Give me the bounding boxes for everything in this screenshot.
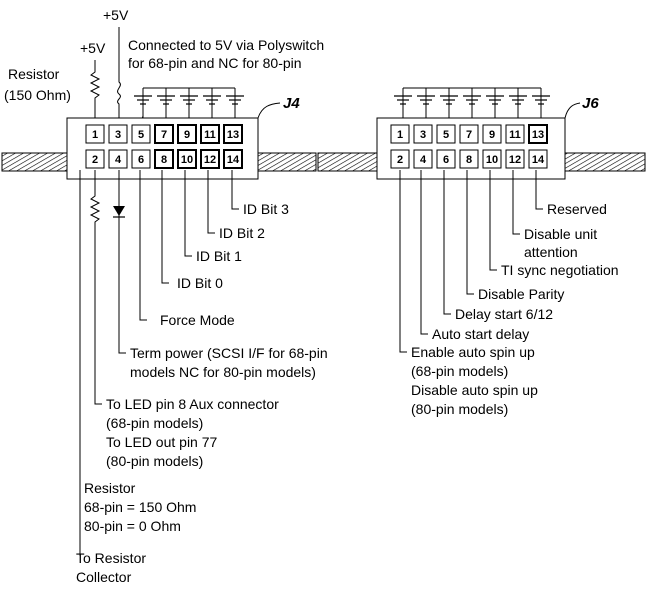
j6-pin-box-7 <box>459 124 479 144</box>
j6-pin-box-8 <box>459 149 479 169</box>
j6-spin-3: Disable auto spin up <box>411 382 538 398</box>
j4-pin-box-1 <box>85 124 105 144</box>
j6-pin-9: 9 <box>489 129 495 141</box>
j4-pin-box-4 <box>108 149 128 169</box>
j4-pin-box-10 <box>177 149 197 169</box>
j4-pin-box-11 <box>200 124 220 144</box>
j6-pin-box-11 <box>505 124 525 144</box>
j6-pin-3: 3 <box>420 129 426 141</box>
j4-pin-box-13 <box>223 124 243 144</box>
j6-pin-box-5 <box>436 124 456 144</box>
j6-ti-sync: TI sync negotiation <box>501 262 619 278</box>
j4-collector-2: Collector <box>76 569 132 585</box>
j6-delay-start: Delay start 6/12 <box>455 306 553 322</box>
j6-leader-lines <box>399 170 543 353</box>
j6-disable-parity: Disable Parity <box>478 286 564 302</box>
j6-pin-4: 4 <box>420 154 427 166</box>
j6-pin-box-1 <box>390 124 410 144</box>
j6-disable-unit-2: attention <box>524 244 578 260</box>
j6-pin-8: 8 <box>466 154 472 166</box>
j4-term-power-2: models NC for 80-pin models) <box>130 364 316 380</box>
j4-collector-1: To Resistor <box>76 550 146 566</box>
j6-auto-start: Auto start delay <box>432 326 529 342</box>
j6-pin-2: 2 <box>397 154 403 166</box>
j4-force-mode: Force Mode <box>160 312 235 328</box>
j4-pin-9: 9 <box>184 129 190 141</box>
j6-pin-1: 1 <box>397 129 403 141</box>
j4-pin-1: 1 <box>92 129 98 141</box>
plus5v-left-label: +5V <box>80 40 106 56</box>
j4-pin-box-3 <box>108 124 128 144</box>
j4-id-bit0: ID Bit 0 <box>177 275 223 291</box>
j6-pin-box-9 <box>482 124 502 144</box>
j4-pin-5: 5 <box>138 129 144 141</box>
j6-pin-box-10 <box>482 149 502 169</box>
j6-pin-11: 11 <box>509 129 521 141</box>
j4-id-bit2: ID Bit 2 <box>219 225 265 241</box>
j4-resistor-3: 80-pin = 0 Ohm <box>84 518 181 534</box>
j4-pin-box-8 <box>154 149 174 169</box>
j4-led-1: To LED pin 8 Aux connector <box>106 396 279 412</box>
j4-pin-7: 7 <box>161 129 167 141</box>
j6-pin-box-14 <box>528 149 548 169</box>
j6-pin-10: 10 <box>486 154 498 166</box>
j4-pin-14: 14 <box>227 154 240 166</box>
j6-pin-box-13 <box>528 124 548 144</box>
j6-pin-7: 7 <box>466 129 472 141</box>
j6-name: J6 <box>582 95 599 112</box>
j6-pin-12: 12 <box>509 154 521 166</box>
j6-pin-13: 13 <box>532 129 544 141</box>
j4-pin-11: 11 <box>204 129 216 141</box>
j4-pin-box-6 <box>131 149 151 169</box>
j4-pin-box-12 <box>200 149 220 169</box>
j6-spin-1: Enable auto spin up <box>411 344 535 360</box>
plus5v-top-label: +5V <box>103 7 129 23</box>
j4-pin-13: 13 <box>227 129 239 141</box>
j6-disable-unit-1: Disable unit <box>524 226 597 242</box>
j4-term-power-1: Term power (SCSI I/F for 68-pin <box>130 345 328 361</box>
j4-pin-6: 6 <box>138 154 144 166</box>
j4-name: J4 <box>283 95 300 112</box>
resistor-top-value: (150 Ohm) <box>4 87 71 103</box>
j4-id-bit3: ID Bit 3 <box>243 201 289 217</box>
j4-id-bit1: ID Bit 1 <box>196 248 242 264</box>
j4-pin-box-9 <box>177 124 197 144</box>
j6-pin-box-2 <box>390 149 410 169</box>
j6-pin-box-4 <box>413 149 433 169</box>
j4-resistor-2: 68-pin = 150 Ohm <box>84 499 196 515</box>
j4-pin-3: 3 <box>115 129 121 141</box>
j4-resistor-1: Resistor <box>84 480 136 496</box>
j4-pin-8: 8 <box>161 154 167 166</box>
j4-pin-box-14 <box>223 149 243 169</box>
j6-pin-box-12 <box>505 149 525 169</box>
j4-led-2: (68-pin models) <box>106 415 203 431</box>
j6-spin-2: (68-pin models) <box>411 363 508 379</box>
diode-icon <box>113 206 125 232</box>
j6-pin-14: 14 <box>532 154 545 166</box>
j6-pin-box-6 <box>436 149 456 169</box>
j4-led-3: To LED out pin 77 <box>106 434 218 450</box>
j4-pin-2: 2 <box>92 154 98 166</box>
polyswitch-icon <box>117 27 121 125</box>
j6-pin-box-3 <box>413 124 433 144</box>
j4-pin-box-7 <box>154 124 174 144</box>
polyswitch-note-line1: Connected to 5V via Polyswitch <box>128 37 324 53</box>
j4-ground-symbols <box>133 87 245 126</box>
j4-led-4: (80-pin models) <box>106 453 203 469</box>
polyswitch-note-line2: for 68-pin and NC for 80-pin <box>128 55 302 71</box>
j6-reserved: Reserved <box>547 201 607 217</box>
j6-pin-6: 6 <box>443 154 449 166</box>
j4-pin-12: 12 <box>204 154 216 166</box>
resistor-top-label: Resistor <box>8 66 60 82</box>
j4-pin-4: 4 <box>115 154 122 166</box>
j4-pin-box-5 <box>131 124 151 144</box>
resistor-top-icon <box>89 60 101 125</box>
j6-spin-4: (80-pin models) <box>411 401 508 417</box>
j4-pin-box-2 <box>85 149 105 169</box>
j6-pin-5: 5 <box>443 129 449 141</box>
j4-pin-10: 10 <box>181 154 193 166</box>
